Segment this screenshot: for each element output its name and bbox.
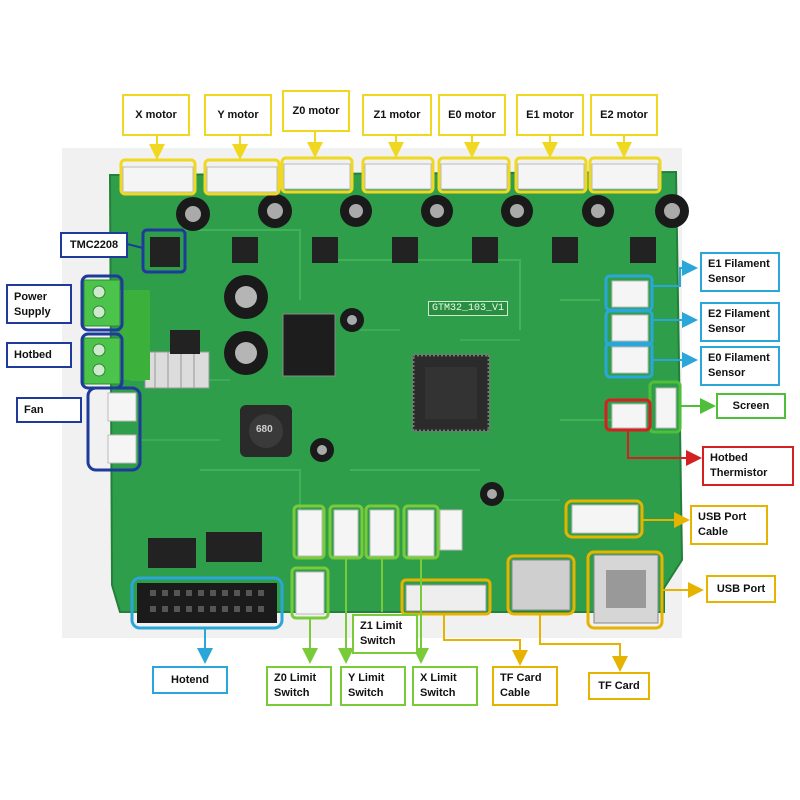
hotbed-power-label: Hotbed (6, 342, 72, 368)
usb-port-cable-label: USB Port Cable (690, 505, 768, 545)
e1-filament-sensor-label: E1 Filament Sensor (700, 252, 780, 292)
hotend-label: Hotend (152, 666, 228, 694)
tf-card-label: TF Card (588, 672, 650, 700)
tf-card-cable-label: TF Card Cable (492, 666, 558, 706)
capacitors (176, 194, 689, 506)
z0-limit-switch-label: Z0 Limit Switch (266, 666, 332, 706)
mcu-chip (411, 353, 491, 433)
terminal-blocks (83, 279, 150, 385)
e1-motor-label: E1 motor (516, 94, 584, 136)
e0-filament-sensor-label: E0 Filament Sensor (700, 346, 780, 386)
x-limit-switch-label: X Limit Switch (412, 666, 478, 706)
y-motor-label: Y motor (204, 94, 272, 136)
usb-port-label: USB Port (706, 575, 776, 603)
y-limit-switch-label: Y Limit Switch (340, 666, 406, 706)
z0-motor-label: Z0 motor (282, 90, 350, 132)
fan-label: Fan (16, 397, 82, 423)
z1-limit-switch-label: Z1 Limit Switch (352, 614, 418, 654)
heatsink (144, 330, 210, 389)
e2-filament-sensor-label: E2 Filament Sensor (700, 302, 780, 342)
z1-motor-label: Z1 motor (362, 94, 432, 136)
highlight-boxes (80, 156, 682, 630)
motor-arrows (149, 132, 632, 160)
power-supply-label: Power Supply (6, 284, 72, 324)
e0-motor-label: E0 motor (438, 94, 506, 136)
tmc2208-label: TMC2208 (60, 232, 128, 258)
screen-label: Screen (716, 393, 786, 419)
inductor-text: 680 (256, 424, 273, 435)
motor-connectors (122, 163, 659, 193)
hotbed-thermistor-label: Hotbed Thermistor (702, 446, 794, 486)
driver-chips (150, 237, 656, 267)
mosfet (282, 313, 336, 377)
board-silkscreen: GTM32_103_V1 (428, 301, 509, 316)
e2-motor-label: E2 motor (590, 94, 658, 136)
x-motor-label: X motor (122, 94, 190, 136)
